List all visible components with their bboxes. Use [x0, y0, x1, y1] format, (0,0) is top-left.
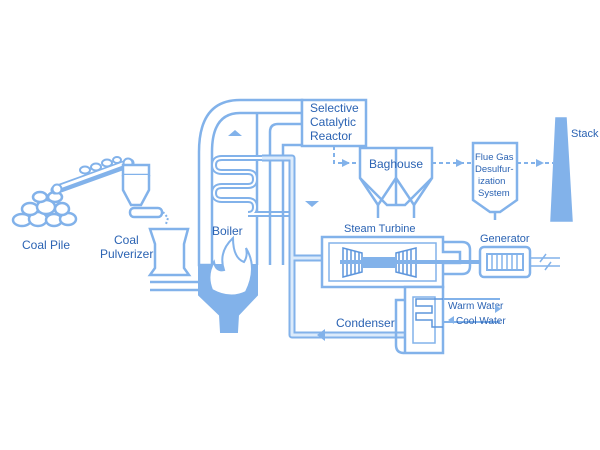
fgd-label-line2: Desulfur-: [475, 164, 514, 175]
generator-label: Generator: [480, 233, 530, 245]
coal-pile-label: Coal Pile: [22, 238, 70, 252]
warm-water-arrow-icon: [495, 305, 501, 313]
stack-icon: [550, 117, 573, 222]
steam-turbine: [320, 235, 480, 289]
condenser-label: Condenser: [336, 316, 395, 330]
baghouse: [358, 146, 434, 218]
warm-water-label: Warm Water: [448, 301, 504, 312]
scr-label-line3: Reactor: [310, 129, 352, 143]
steam-turbine-label: Steam Turbine: [344, 223, 416, 235]
boiler: [197, 98, 304, 333]
coal-pulverizer-label-line1: Coal: [114, 233, 139, 247]
boiler-flame-icon: [208, 235, 253, 297]
coal-pulverizer-label-line2: Pulverizer: [100, 247, 153, 261]
flow-arrow-icon-1: [342, 159, 350, 167]
scr-label-line1: Selective: [310, 101, 359, 115]
baghouse-label: Baghouse: [369, 157, 423, 171]
stack-label: Stack: [571, 128, 599, 140]
coal-feeder-icon: [128, 206, 170, 225]
fgd-label-line1: Flue Gas: [475, 152, 514, 163]
boiler-up-arrow-icon: [228, 130, 242, 136]
boiler-coils-icon: [210, 155, 293, 217]
conveyor-belt-icon: [50, 156, 135, 195]
condenser-return-arrow-icon: [317, 329, 325, 341]
fgd-label-line3: ization: [478, 176, 505, 187]
boiler-label: Boiler: [212, 224, 243, 238]
scr-label-line2: Catalytic: [310, 115, 356, 129]
fgd-system: [471, 141, 519, 220]
cool-water-label: Cool Water: [456, 316, 506, 327]
flue-duct: [268, 113, 304, 265]
fgd-label-line4: System: [478, 188, 510, 199]
flue-gas-flow: [333, 146, 553, 164]
cool-water-arrow-icon: [448, 316, 454, 324]
steam-pipes-inner: [262, 156, 405, 337]
coal-hopper-icon: [121, 163, 151, 207]
turbine-exhaust-pipe: [443, 240, 472, 276]
flow-arrow-icon-2: [456, 159, 464, 167]
coal-pulverizer-icon: [147, 227, 192, 277]
coal-pile-icon: [11, 190, 78, 228]
flue-down-arrow-icon: [305, 201, 319, 207]
generator-icon: [478, 245, 560, 279]
flow-arrow-icon-3: [536, 159, 544, 167]
